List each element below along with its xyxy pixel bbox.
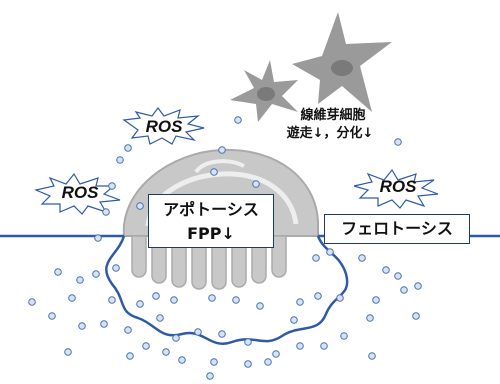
fibroblast-label-line2: 遊走↓，分化↓ — [286, 126, 374, 141]
ros-burst-2 — [34, 172, 121, 215]
particle — [320, 342, 328, 350]
particle — [210, 358, 218, 366]
particle — [94, 234, 102, 242]
particle — [116, 156, 124, 164]
particle — [290, 316, 298, 324]
particle — [102, 208, 110, 216]
particle — [366, 314, 374, 322]
particle — [296, 342, 304, 350]
particle — [314, 292, 322, 300]
particle — [48, 312, 56, 320]
particle — [68, 294, 76, 302]
particle — [124, 144, 132, 152]
particle — [162, 348, 170, 356]
cell-inner-fold-2 — [194, 159, 245, 174]
particle — [136, 202, 144, 210]
ferroptosis-label: フェロトーシス — [341, 219, 453, 238]
particle — [358, 254, 366, 262]
particle — [170, 296, 178, 304]
particle — [64, 348, 72, 356]
particle — [76, 276, 84, 284]
particles — [28, 116, 422, 380]
particle — [312, 254, 320, 262]
particle — [256, 302, 264, 310]
ros-burst-1 — [122, 107, 205, 145]
particle — [252, 180, 260, 188]
particle — [394, 138, 402, 146]
ros-burst-shape-3 — [353, 168, 439, 209]
particle — [382, 266, 390, 274]
fibroblast-label: 線維芽細胞 遊走↓，分化↓ — [287, 107, 378, 143]
particle — [92, 270, 100, 278]
ferroptosis-box: フェロトーシス — [324, 214, 470, 244]
particle — [372, 296, 380, 304]
particle — [194, 328, 202, 336]
microvilli — [131, 235, 287, 290]
particle — [206, 372, 214, 380]
particle — [244, 360, 252, 368]
particle — [172, 334, 180, 342]
particle — [412, 312, 420, 320]
particle — [234, 116, 242, 124]
fibroblast-label-line1: 線維芽細胞 — [300, 108, 366, 123]
fibroblast-nucleus-small — [257, 87, 275, 101]
apoptosis-box: アポトーシス FPP↓ — [148, 194, 274, 248]
particle — [152, 292, 160, 300]
particle — [178, 356, 186, 364]
particle — [326, 248, 334, 256]
particle — [100, 320, 108, 328]
particle — [394, 272, 402, 280]
particle — [136, 300, 144, 308]
particle — [244, 338, 252, 346]
particle — [232, 296, 240, 304]
particle — [108, 296, 116, 304]
particle — [264, 358, 272, 366]
ros-burst-shape-1 — [122, 107, 205, 145]
ros-burst-3 — [353, 168, 439, 209]
particle — [78, 322, 86, 330]
ros-label-3: ROS — [380, 177, 418, 196]
particle — [218, 146, 226, 154]
ros-label-2: ROS — [62, 183, 100, 202]
ros-burst-shape-2 — [34, 172, 121, 215]
particle — [340, 332, 348, 340]
fibroblast-nucleus-large — [331, 60, 353, 76]
particle — [272, 350, 280, 358]
apoptosis-fpp-label: FPP↓ — [187, 224, 235, 243]
particle — [28, 298, 36, 306]
apoptosis-label: アポトーシス — [163, 200, 259, 219]
particle — [336, 294, 344, 302]
particle — [296, 298, 304, 306]
particle — [126, 352, 134, 360]
particle — [414, 282, 422, 290]
wound-outline — [105, 235, 349, 345]
particle — [112, 264, 120, 272]
particle — [108, 182, 116, 190]
particle — [210, 168, 218, 176]
particle — [156, 314, 164, 322]
ros-label-1: ROS — [146, 117, 184, 136]
particle — [54, 268, 62, 276]
particle — [124, 326, 132, 334]
particle — [208, 294, 216, 302]
particle — [400, 286, 408, 294]
particle — [142, 342, 150, 350]
fibroblast-cells — [230, 12, 392, 122]
particle — [218, 330, 226, 338]
particle — [368, 352, 376, 360]
